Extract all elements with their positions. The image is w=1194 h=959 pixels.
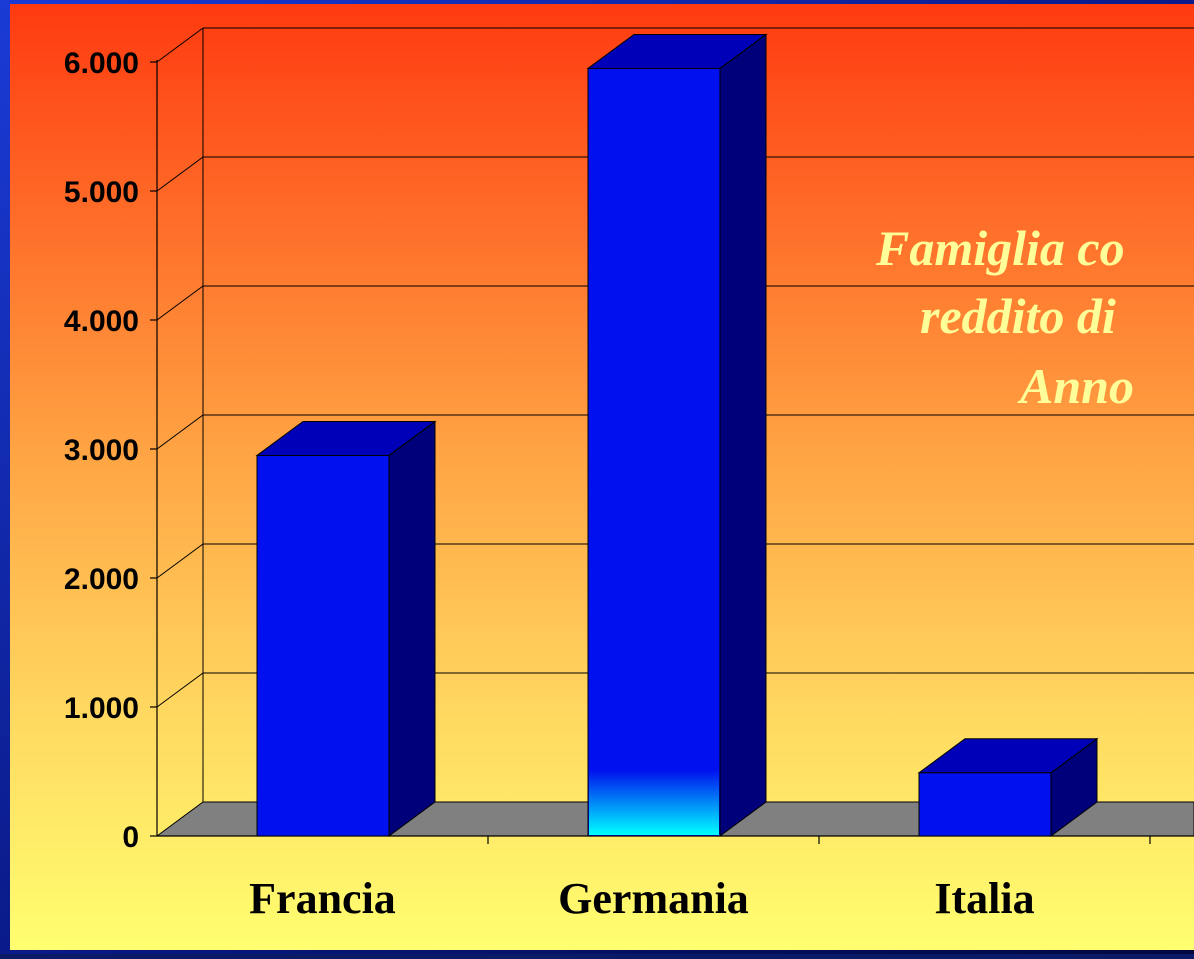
bar-side bbox=[719, 33, 767, 837]
bar-francia bbox=[255, 420, 437, 837]
bar-side bbox=[388, 420, 436, 837]
x-tick-label: Germania bbox=[558, 874, 749, 923]
bar-front bbox=[587, 67, 721, 837]
bar-italia bbox=[917, 737, 1099, 837]
gridline-side bbox=[156, 27, 204, 63]
x-axis-labels: Francia Germania Italia bbox=[249, 874, 1034, 923]
y-tick-label: 5.000 bbox=[64, 176, 139, 209]
chart-title-line: Famiglia co bbox=[875, 220, 1125, 276]
x-tick-label: Italia bbox=[934, 874, 1034, 923]
y-tick-label: 4.000 bbox=[64, 305, 139, 338]
gridline-side bbox=[156, 285, 204, 321]
chart-title: Famiglia co reddito di Anno bbox=[875, 220, 1134, 414]
y-tick-label: 6.000 bbox=[64, 47, 139, 80]
chart-title-line: reddito di bbox=[920, 288, 1116, 344]
bar-front bbox=[256, 454, 390, 837]
gridline-side bbox=[156, 414, 204, 450]
y-tick-label: 3.000 bbox=[64, 434, 139, 467]
y-tick-label: 0 bbox=[122, 821, 139, 854]
bar-germania bbox=[586, 33, 768, 837]
chart-title-line: Anno bbox=[1017, 358, 1134, 414]
gridline-side bbox=[156, 672, 204, 708]
y-axis-ticks: 0 1.000 2.000 3.000 4.000 5.000 6.000 bbox=[64, 47, 157, 854]
y-tick-label: 2.000 bbox=[64, 563, 139, 596]
gridline-side bbox=[156, 156, 204, 192]
bar-highlight bbox=[589, 770, 719, 835]
gridline-side bbox=[156, 543, 204, 579]
x-tick-label: Francia bbox=[249, 874, 396, 923]
bars bbox=[255, 33, 1099, 837]
bar-front bbox=[918, 772, 1052, 837]
y-tick-label: 1.000 bbox=[64, 692, 139, 725]
